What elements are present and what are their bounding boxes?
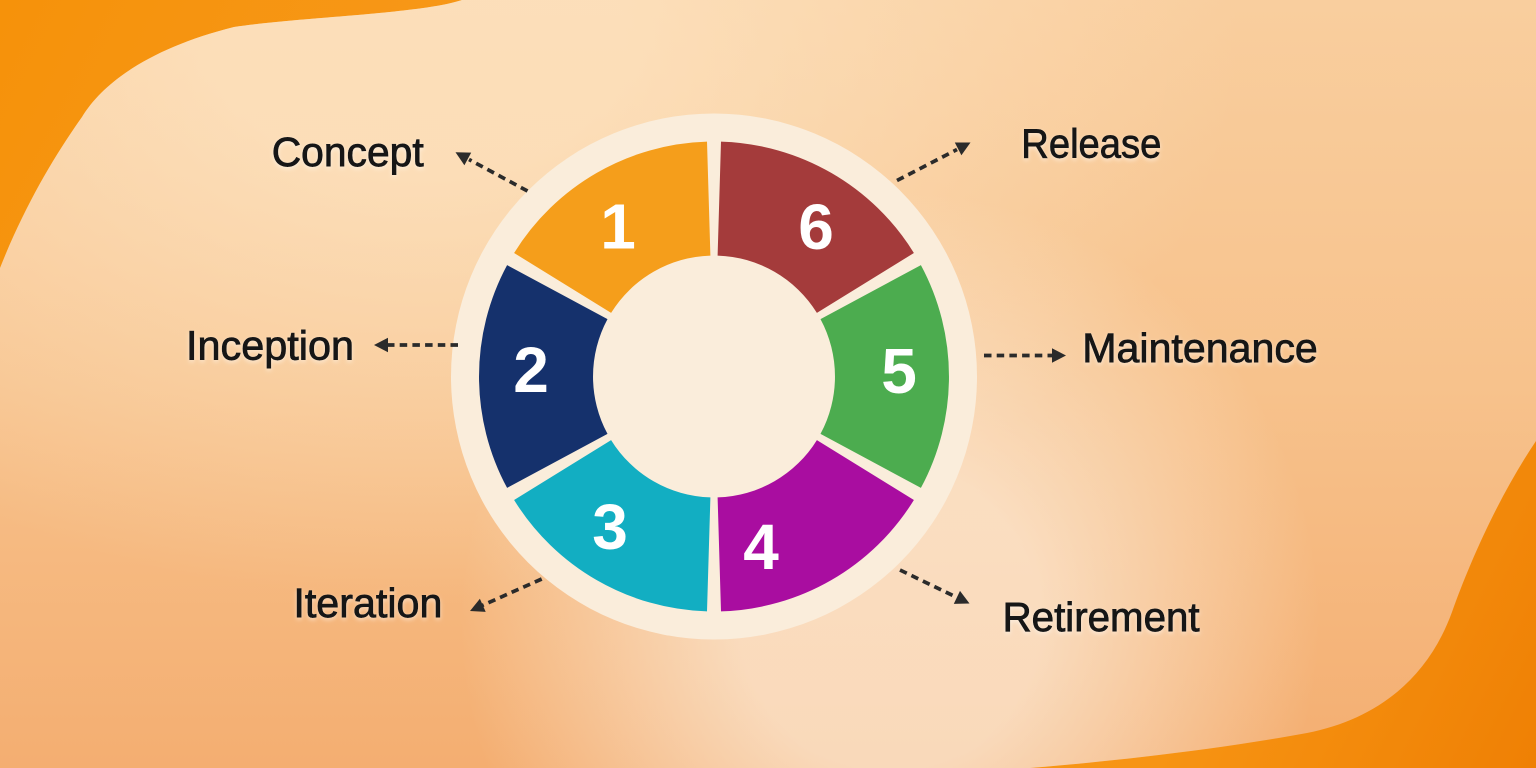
svg-text:Concept: Concept [272, 129, 425, 175]
svg-text:5: 5 [881, 335, 917, 407]
svg-text:Inception: Inception [186, 323, 354, 369]
svg-text:Iteration: Iteration [293, 580, 442, 626]
svg-text:Release: Release [1021, 121, 1161, 167]
svg-text:1: 1 [600, 191, 636, 263]
svg-text:2: 2 [513, 334, 549, 406]
svg-text:4: 4 [743, 511, 779, 583]
svg-text:Retirement: Retirement [1003, 594, 1201, 640]
svg-text:3: 3 [592, 491, 628, 563]
svg-text:Maintenance: Maintenance [1082, 325, 1318, 371]
svg-text:6: 6 [798, 191, 834, 263]
